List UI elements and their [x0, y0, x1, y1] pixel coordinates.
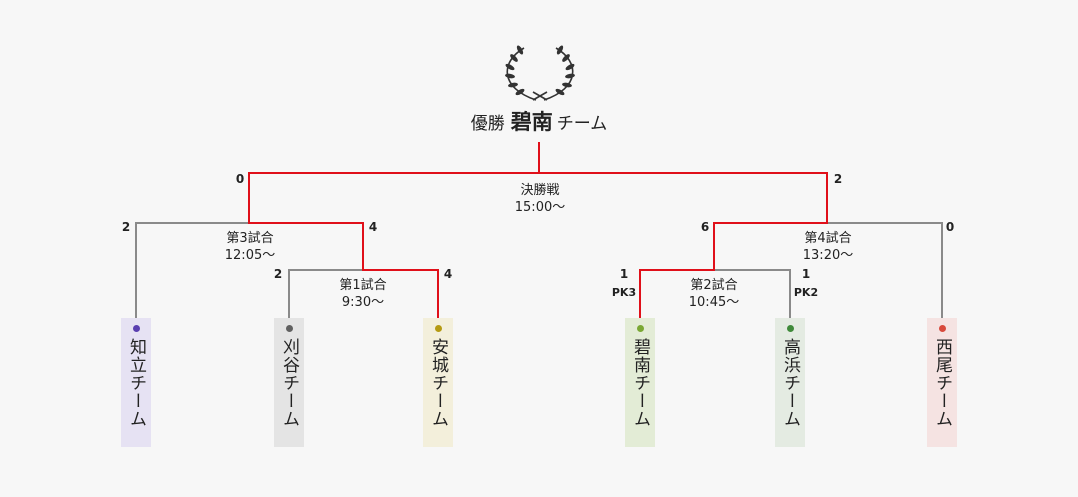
team-chiryu: 知立チーム [121, 318, 151, 447]
score-m4-left: 6 [700, 220, 710, 234]
champion-prefix: 優勝 [470, 114, 505, 134]
team-name: 知立チーム [126, 338, 146, 428]
score-m2-left-pk: PK3 [611, 286, 637, 299]
team-name: 西尾チーム [932, 338, 952, 428]
score-final-left: 0 [235, 172, 245, 186]
champion-suffix: チーム [556, 114, 608, 134]
score-m1-right: 4 [443, 267, 453, 281]
score-m2-right-pk: PK2 [793, 286, 819, 299]
match-4-time: 13:20〜 [802, 248, 854, 263]
team-hekinan: 碧南チーム [625, 318, 655, 447]
match-final-label: 決勝戦 [520, 183, 560, 198]
match-final: 決勝戦 15:00〜 [515, 182, 565, 216]
team-name: 安城チーム [428, 338, 448, 428]
team-color-dot [636, 325, 644, 332]
match-final-time: 15:00〜 [514, 200, 566, 215]
champion-name: 碧南 [510, 110, 553, 134]
match-4: 第4試合 13:20〜 [803, 230, 853, 264]
match-3: 第3試合 12:05〜 [225, 230, 275, 264]
match-3-label: 第3試合 [226, 231, 274, 246]
team-takahama: 高浜チーム [775, 318, 805, 447]
team-name: 刈谷チーム [279, 338, 299, 428]
score-final-right: 2 [833, 172, 843, 186]
team-color-dot [434, 325, 442, 332]
match-1-label: 第1試合 [339, 278, 387, 293]
winning-lines [248, 142, 828, 318]
team-kariya: 刈谷チーム [274, 318, 304, 447]
score-m3-left: 2 [121, 220, 131, 234]
champion-banner: 優勝碧南チーム [0, 108, 1078, 138]
score-m3-right: 4 [368, 220, 378, 234]
team-color-dot [938, 325, 946, 332]
score-m4-right: 0 [945, 220, 955, 234]
match-3-time: 12:05〜 [224, 248, 276, 263]
team-name: 高浜チーム [780, 338, 800, 428]
team-anjo: 安城チーム [423, 318, 453, 447]
score-m2-right: 1 [801, 267, 811, 281]
score-m1-left: 2 [273, 267, 283, 281]
team-color-dot [285, 325, 293, 332]
match-2: 第2試合 10:45〜 [689, 277, 739, 311]
score-m2-left: 1 [619, 267, 629, 281]
match-2-time: 10:45〜 [688, 295, 740, 310]
match-2-label: 第2試合 [690, 278, 738, 293]
team-name: 碧南チーム [630, 338, 650, 428]
team-color-dot [132, 325, 140, 332]
match-1: 第1試合 9:30〜 [339, 277, 386, 311]
laurel-icon [505, 45, 575, 101]
match-4-label: 第4試合 [804, 231, 852, 246]
team-color-dot [786, 325, 794, 332]
match-1-time: 9:30〜 [341, 295, 385, 310]
team-nishio: 西尾チーム [927, 318, 957, 447]
